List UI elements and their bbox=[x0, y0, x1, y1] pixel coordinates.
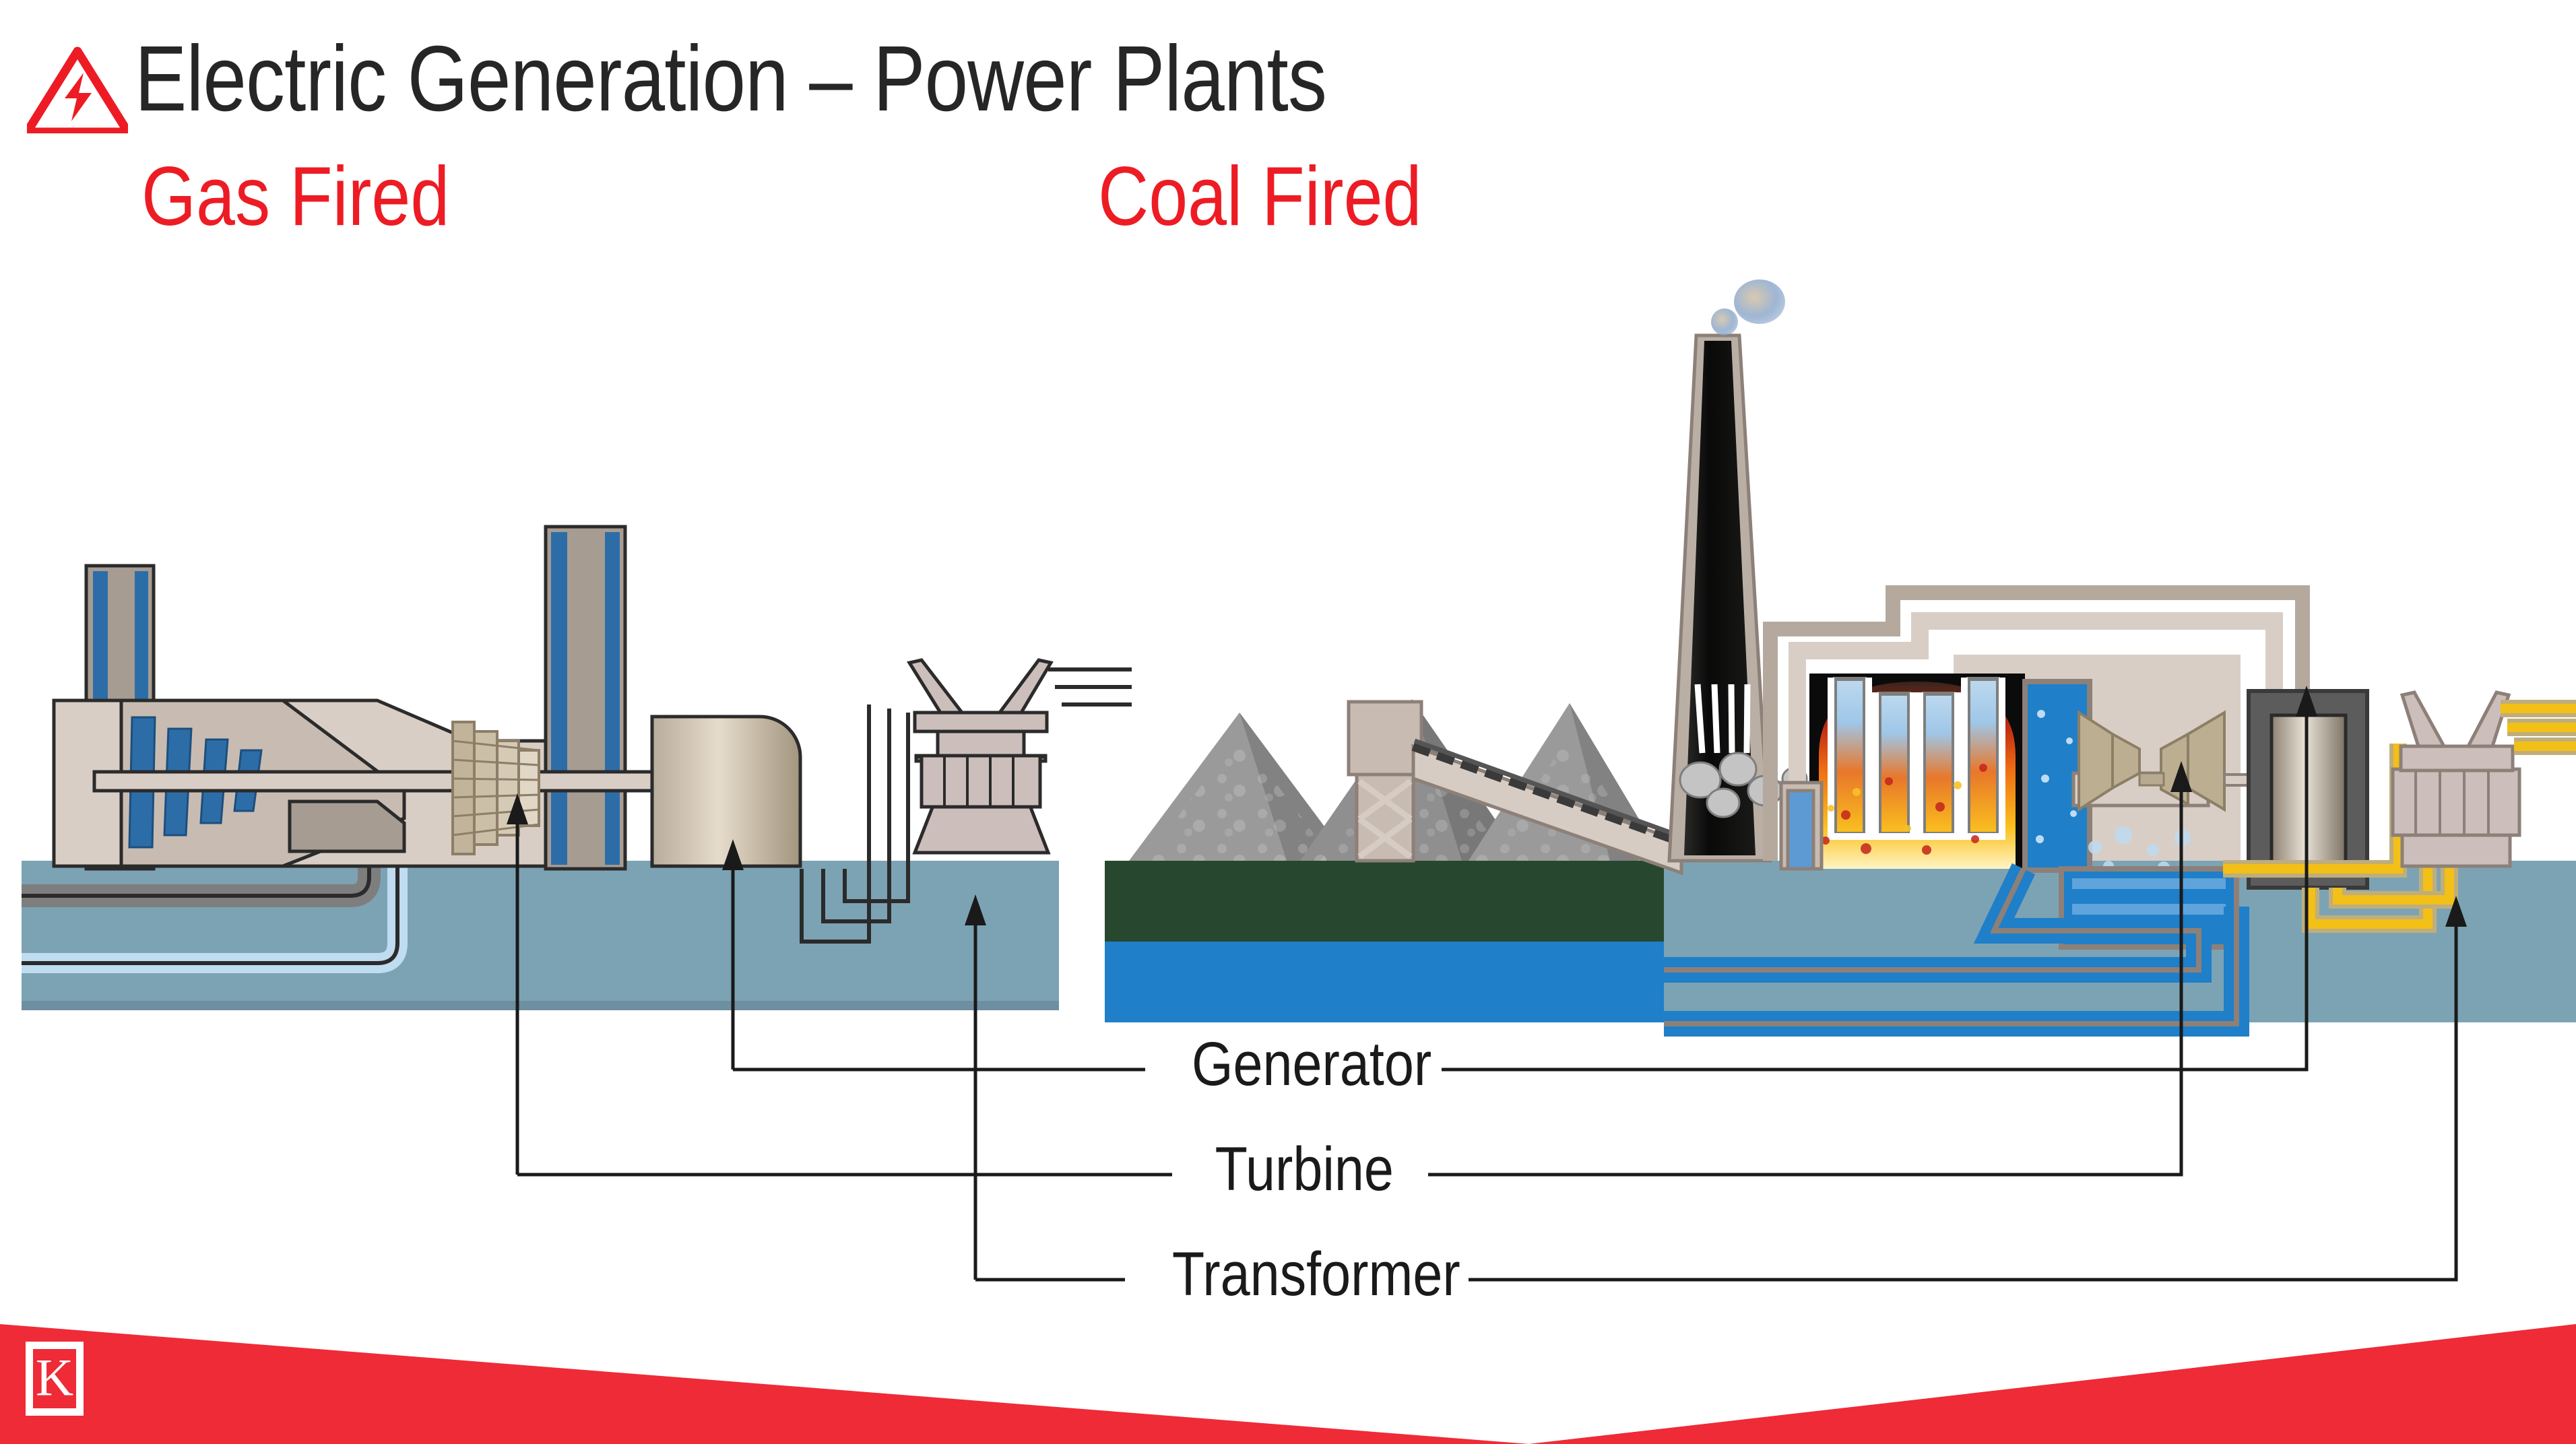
label-transformer: Transformer bbox=[1171, 1240, 1460, 1309]
coal-transformer bbox=[2391, 690, 2521, 868]
coal-transmission-lines bbox=[2501, 700, 2576, 755]
header: Electric Generation – Power Plants Gas F… bbox=[0, 0, 2576, 290]
gas-shaft bbox=[92, 770, 682, 793]
gas-exhaust-stack-right bbox=[544, 525, 627, 871]
footer-band bbox=[0, 1282, 2576, 1444]
gas-generator bbox=[650, 715, 802, 868]
gas-fired-plant bbox=[22, 525, 1132, 1010]
callout-leader-lines bbox=[507, 686, 2467, 1282]
gas-underground-pipes bbox=[22, 850, 408, 973]
subtitle-coal-fired: Coal Fired bbox=[1098, 150, 1422, 243]
gas-combustor bbox=[288, 799, 406, 853]
smoke-puff-icon bbox=[1711, 280, 1785, 335]
subtitle-gas-fired: Gas Fired bbox=[141, 150, 450, 243]
label-generator: Generator bbox=[1191, 1030, 1432, 1098]
coal-conveyor-belt bbox=[1411, 738, 1683, 876]
gas-transmission-lines bbox=[1048, 667, 1132, 707]
coal-fired-plant bbox=[1105, 280, 2576, 1037]
page-title: Electric Generation – Power Plants bbox=[135, 27, 1327, 131]
brand-logo-k: K bbox=[26, 1342, 84, 1416]
coal-earth-layer bbox=[1105, 861, 1664, 942]
electric-hazard-triangle-icon bbox=[27, 46, 128, 133]
coal-feed-chute bbox=[1779, 781, 1824, 871]
coal-conveyor-tower bbox=[1347, 700, 1423, 863]
cooling-water-loop bbox=[1664, 863, 2249, 1037]
coal-water-layer bbox=[1105, 942, 1664, 1022]
furnace-tube-outline bbox=[1828, 678, 2005, 840]
footer-band-main bbox=[0, 1324, 2576, 1444]
label-turbine: Turbine bbox=[1215, 1135, 1394, 1204]
gas-transformer bbox=[907, 658, 1054, 855]
coal-furnace bbox=[1809, 674, 2025, 869]
stack-louvers bbox=[1694, 684, 1751, 754]
gas-generator-cables bbox=[800, 704, 910, 944]
gas-ground-block-lower bbox=[22, 861, 1059, 1010]
logo-letter: K bbox=[35, 1348, 74, 1407]
furnace-embers bbox=[1822, 764, 1987, 855]
